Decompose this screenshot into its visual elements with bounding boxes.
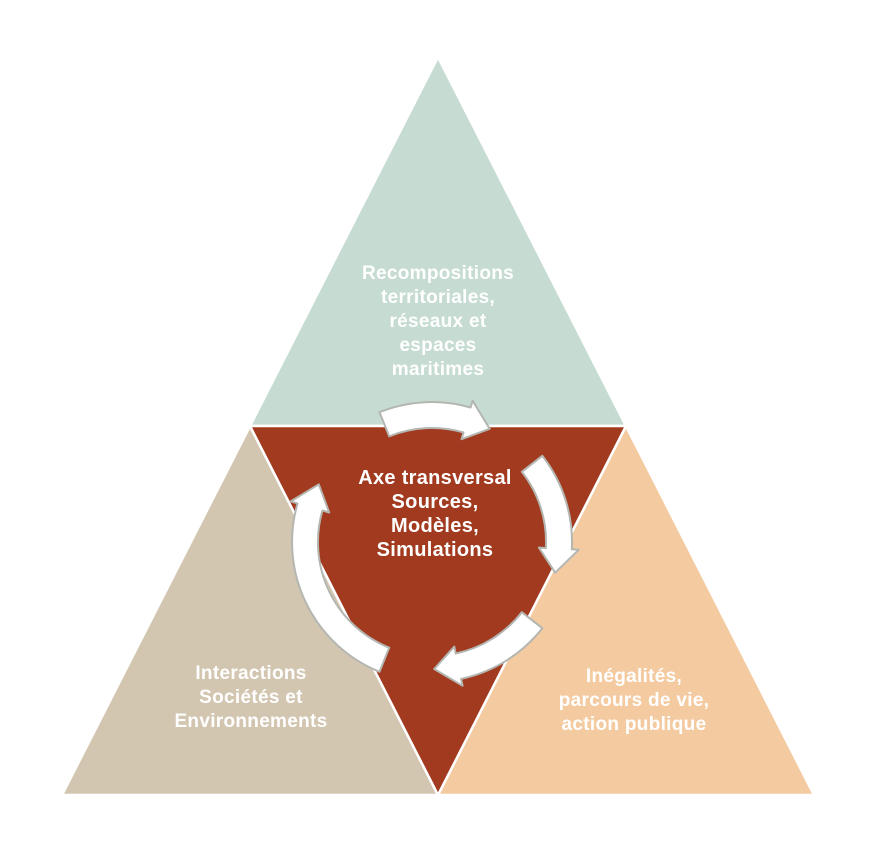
bottom-right-section-label: Inégalités, parcours de vie, action publ… bbox=[558, 666, 710, 735]
cycle-arrows bbox=[289, 399, 580, 687]
top-section-label: Recompositions territoriales, réseaux et… bbox=[362, 263, 514, 380]
center-section-label: Axe transversal Sources, Modèles, Simula… bbox=[358, 467, 512, 561]
cycle-arrow-right-icon bbox=[520, 454, 580, 574]
cycle-arrow-left-icon bbox=[289, 483, 391, 673]
cycle-arrow-top-icon bbox=[378, 399, 491, 441]
bottom-left-section-label: Interactions Sociétés et Environnements bbox=[174, 663, 328, 732]
cycle-arrow-bottom-icon bbox=[433, 611, 544, 687]
